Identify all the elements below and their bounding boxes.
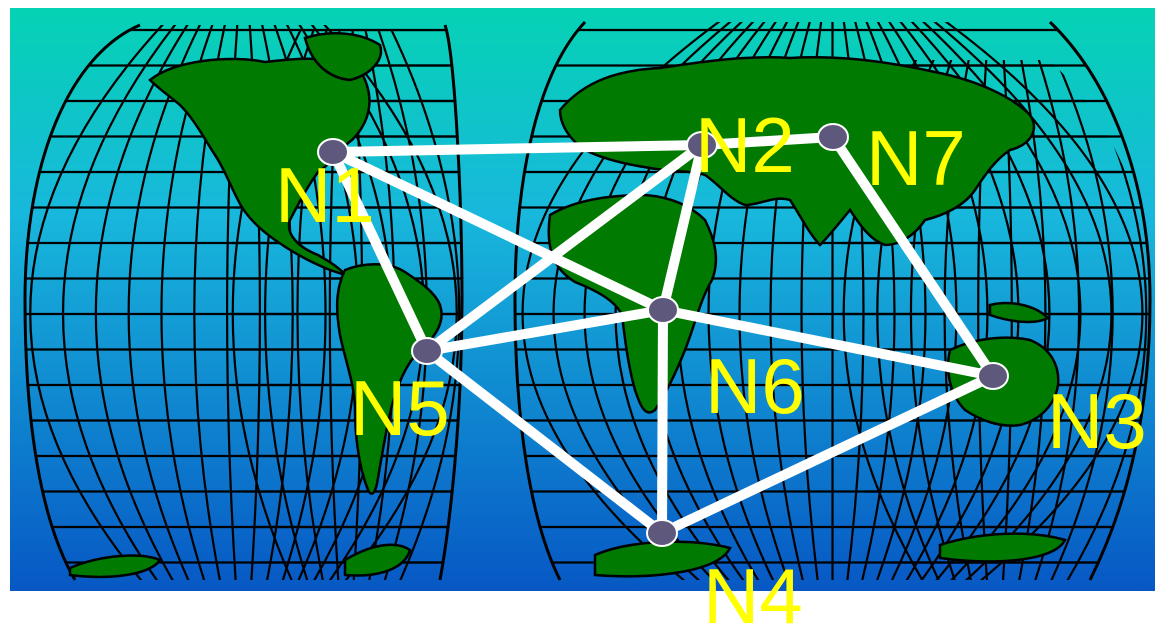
label-n5: N5 [350,364,450,452]
link-n6-n4 [657,305,668,538]
graticule-meridian [29,25,168,580]
graticule-meridian [94,25,192,580]
node-n5 [411,337,443,365]
node-n1 [317,138,349,166]
link-n1-n2 [328,140,707,157]
link-n6-n3 [658,305,998,381]
label-n7: N7 [866,114,966,202]
antarctica-south-landmass [593,540,732,578]
greenland-landmass [303,32,383,82]
lobe-border [23,23,141,581]
europe-asia-landmass [558,56,1036,247]
lobe-border [513,20,587,581]
link-n5-n4 [422,346,667,538]
link-n1-n6 [328,147,668,315]
node-n2 [686,131,718,159]
link-n7-n3 [828,132,998,381]
graticule-meridian [62,25,180,580]
graticule-meridian [385,30,461,580]
link-n2-n7 [697,132,838,150]
label-n3: N3 [1047,377,1147,465]
link-n1-n5 [328,147,432,356]
antarctica-east-landmass [938,532,1067,563]
label-n2: N2 [695,101,795,189]
node-n4 [646,519,678,547]
link-n2-n6 [658,140,707,315]
graticule-meridian [1012,60,1047,580]
node-n6 [647,296,679,324]
node-n7 [817,123,849,151]
graticule-meridian [1024,60,1081,580]
link-n4-n3 [657,371,998,538]
lobe-border [1048,20,1152,581]
link-n2-n5 [422,140,707,356]
graticule-meridian [1036,60,1114,580]
graticule-meridian [127,25,204,580]
network-nodes [317,123,1009,547]
new-guinea-landmass [988,301,1051,324]
network-links [328,132,998,538]
label-n6: N6 [705,342,805,430]
link-n5-n6 [422,305,668,356]
label-n1: N1 [275,151,375,239]
antarctica-west-landmass [68,554,162,579]
map-graticule [23,20,1152,581]
node-n3 [977,362,1009,390]
antarctica-central-landmass [343,543,412,577]
label-n4: N4 [703,552,803,630]
graticule-meridian [319,25,458,580]
